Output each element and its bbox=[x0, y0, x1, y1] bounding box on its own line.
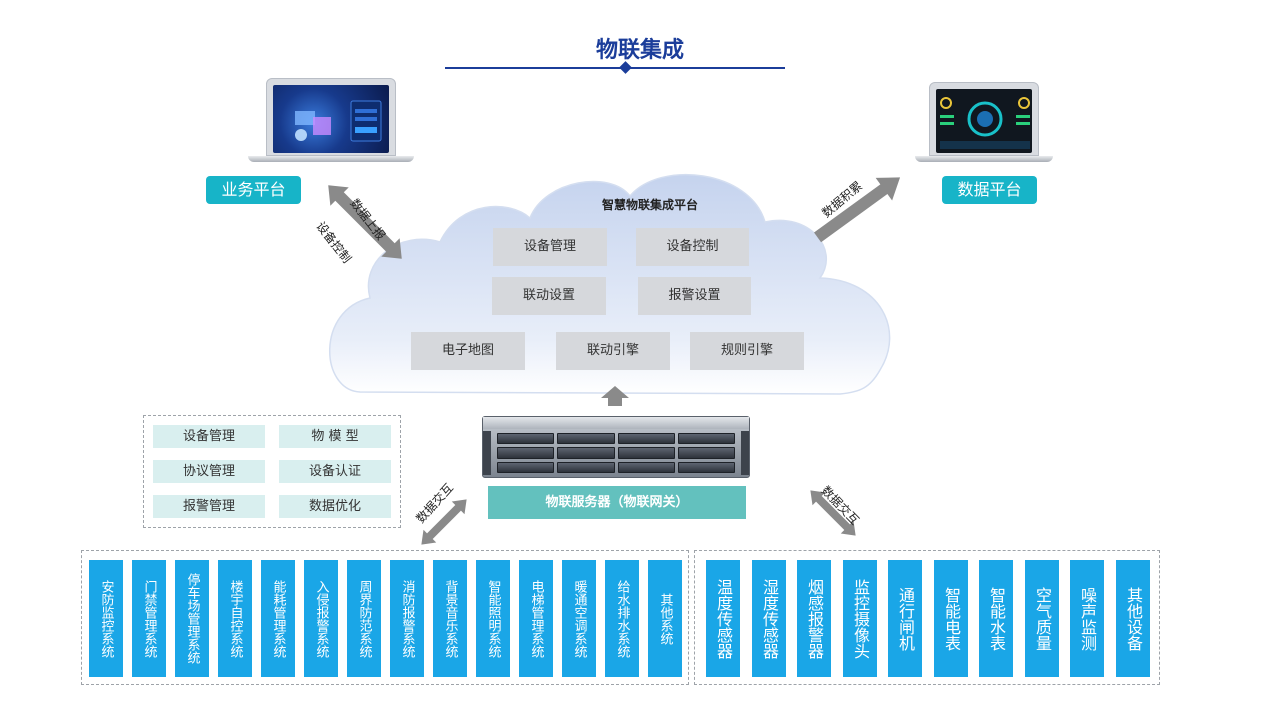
devices-group bbox=[694, 550, 1160, 685]
feature-alarm-management: 报警管理 bbox=[153, 495, 265, 518]
device-card: 智能电表 bbox=[934, 560, 968, 677]
business-laptop-icon bbox=[248, 78, 414, 164]
double-arrow-business-icon bbox=[328, 185, 402, 259]
module-device-control: 设备控制 bbox=[636, 228, 749, 266]
module-rule-engine: 规则引擎 bbox=[690, 332, 804, 370]
module-linkage-engine: 联动引擎 bbox=[556, 332, 670, 370]
subsystem-card: 入侵报警系统 bbox=[304, 560, 338, 677]
feature-data-optimization: 数据优化 bbox=[279, 495, 391, 518]
subsystem-card: 周界防范系统 bbox=[347, 560, 381, 677]
feature-device-management: 设备管理 bbox=[153, 425, 265, 448]
device-card: 通行闸机 bbox=[888, 560, 922, 677]
double-arrow-exchange-left-icon bbox=[421, 499, 467, 545]
arrow-server-to-cloud-icon bbox=[601, 386, 629, 406]
subsystems-group bbox=[81, 550, 689, 685]
data-platform-badge: 数据平台 bbox=[942, 176, 1037, 204]
feature-thing-model: 物 模 型 bbox=[279, 425, 391, 448]
business-platform-badge: 业务平台 bbox=[206, 176, 301, 204]
page-title: 物联集成 bbox=[595, 38, 684, 63]
device-card: 温度传感器 bbox=[706, 560, 740, 677]
subsystem-card: 安防监控系统 bbox=[89, 560, 123, 677]
double-arrow-exchange-right-icon bbox=[810, 490, 856, 536]
device-card: 监控摄像头 bbox=[843, 560, 877, 677]
module-e-map: 电子地图 bbox=[411, 332, 525, 370]
device-card: 噪声监测 bbox=[1070, 560, 1104, 677]
subsystem-card: 门禁管理系统 bbox=[132, 560, 166, 677]
device-card: 其他设备 bbox=[1116, 560, 1150, 677]
subsystem-card: 停车场管理系统 bbox=[175, 560, 209, 677]
subsystem-card: 智能照明系统 bbox=[476, 560, 510, 677]
subsystem-card: 电梯管理系统 bbox=[519, 560, 553, 677]
title-underline bbox=[445, 67, 785, 69]
data-laptop-icon bbox=[915, 82, 1053, 164]
device-card: 空气质量 bbox=[1025, 560, 1059, 677]
device-card: 智能水表 bbox=[979, 560, 1013, 677]
subsystem-card: 给水排水系统 bbox=[605, 560, 639, 677]
cloud-title: 智慧物联集成平台 bbox=[601, 198, 698, 212]
subsystem-card: 背景音乐系统 bbox=[433, 560, 467, 677]
subsystem-card: 能耗管理系统 bbox=[261, 560, 295, 677]
server-icon bbox=[482, 416, 750, 478]
device-card: 湿度传感器 bbox=[752, 560, 786, 677]
server-label: 物联服务器（物联网关） bbox=[488, 486, 746, 519]
arrow-to-data-platform-icon bbox=[814, 177, 901, 243]
module-alarm-settings: 报警设置 bbox=[638, 277, 751, 315]
module-linkage-settings: 联动设置 bbox=[492, 277, 606, 315]
gateway-features-panel bbox=[143, 415, 401, 528]
subsystem-card: 楼宇自控系统 bbox=[218, 560, 252, 677]
device-card: 烟感报警器 bbox=[797, 560, 831, 677]
feature-device-auth: 设备认证 bbox=[279, 460, 391, 483]
subsystem-card: 其他系统 bbox=[648, 560, 682, 677]
subsystem-card: 消防报警系统 bbox=[390, 560, 424, 677]
module-device-management: 设备管理 bbox=[493, 228, 607, 266]
subsystem-card: 暖通空调系统 bbox=[562, 560, 596, 677]
feature-protocol-management: 协议管理 bbox=[153, 460, 265, 483]
